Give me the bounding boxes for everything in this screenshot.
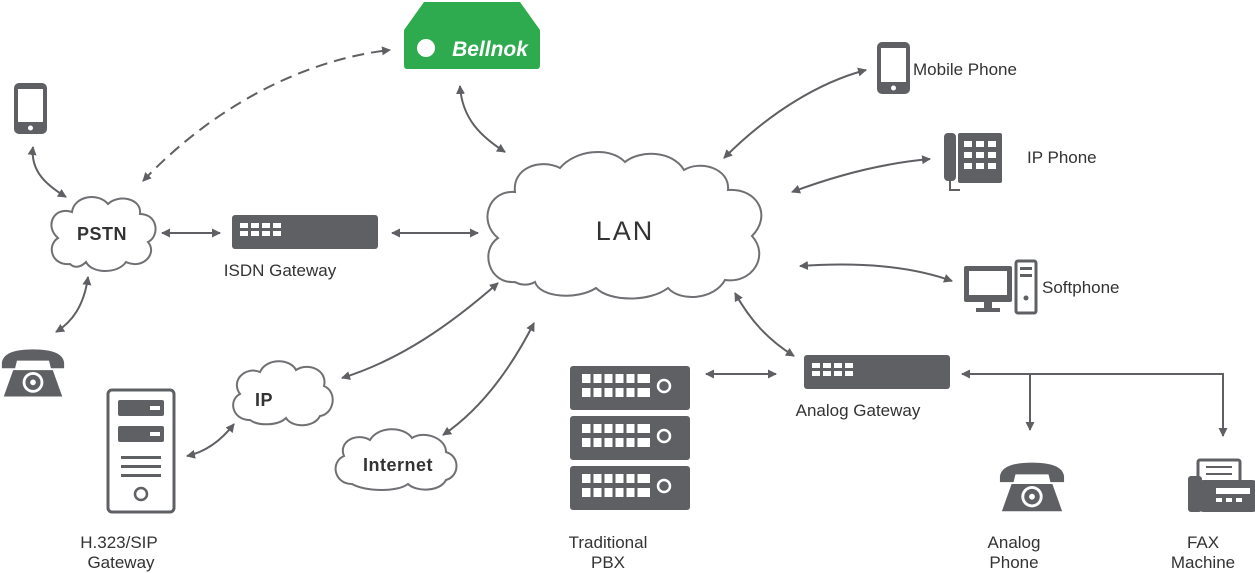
sip-gateway-label-1: H.323/SIP xyxy=(80,533,158,552)
mobile-phone-icon xyxy=(877,42,910,94)
link-lan-softphone xyxy=(799,260,953,283)
bellnok-appliance: Bellnok xyxy=(404,2,540,69)
fax-machine-icon xyxy=(1188,458,1255,512)
analog-gateway-icon xyxy=(804,355,950,389)
telephone-left-icon xyxy=(1,349,65,397)
sip-gateway-label-2: Gateway xyxy=(87,553,155,572)
link-lan-internet xyxy=(442,322,535,436)
ip-label: IP xyxy=(255,390,273,410)
analog-phone-label-1: Analog xyxy=(988,533,1041,552)
pbx-stack-icon xyxy=(570,366,690,510)
ip-phone-label: IP Phone xyxy=(1027,148,1097,167)
softphone-label: Softphone xyxy=(1042,278,1120,297)
link-lan-ipphone xyxy=(791,155,931,194)
link-pstn-phone xyxy=(55,276,92,333)
mobile-phone-left-icon xyxy=(14,83,47,134)
link-mobile-pstn xyxy=(27,146,67,198)
ip-phone-icon xyxy=(944,133,1002,191)
bellnok-logo-icon xyxy=(417,39,435,57)
mobile-phone-label: Mobile Phone xyxy=(913,60,1017,79)
link-ip-sipgw xyxy=(186,423,235,459)
link-lan-analoggw xyxy=(734,292,795,357)
pstn-cloud xyxy=(50,196,157,272)
fax-machine-label-1: FAX xyxy=(1187,533,1219,552)
link-lan-mobile xyxy=(723,67,867,159)
internet-cloud xyxy=(334,428,458,491)
link-lan-ip xyxy=(341,282,499,380)
link-analoggw-bus xyxy=(961,369,1224,430)
sip-gateway-server-icon xyxy=(106,388,176,514)
lan-cloud xyxy=(486,150,763,300)
isdn-gateway-label: ISDN Gateway xyxy=(224,261,337,280)
pbx-label-2: PBX xyxy=(591,553,625,572)
analog-phone-label-2: Phone xyxy=(989,553,1038,572)
internet-label: Internet xyxy=(363,455,433,475)
analog-gateway-label: Analog Gateway xyxy=(796,401,921,420)
pbx-label-1: Traditional xyxy=(569,533,648,552)
link-bellnok-lan xyxy=(456,85,506,153)
bellnok-brand-label: Bellnok xyxy=(452,38,529,61)
isdn-gateway-icon xyxy=(232,215,378,249)
ip-cloud xyxy=(232,360,334,427)
analog-phone-icon xyxy=(999,462,1065,512)
pstn-label: PSTN xyxy=(77,224,127,244)
fax-machine-label-2: Machine xyxy=(1171,553,1235,572)
lan-label: LAN xyxy=(596,216,655,246)
softphone-computer-icon xyxy=(964,259,1038,315)
link-pstn-bellnok xyxy=(142,46,391,182)
